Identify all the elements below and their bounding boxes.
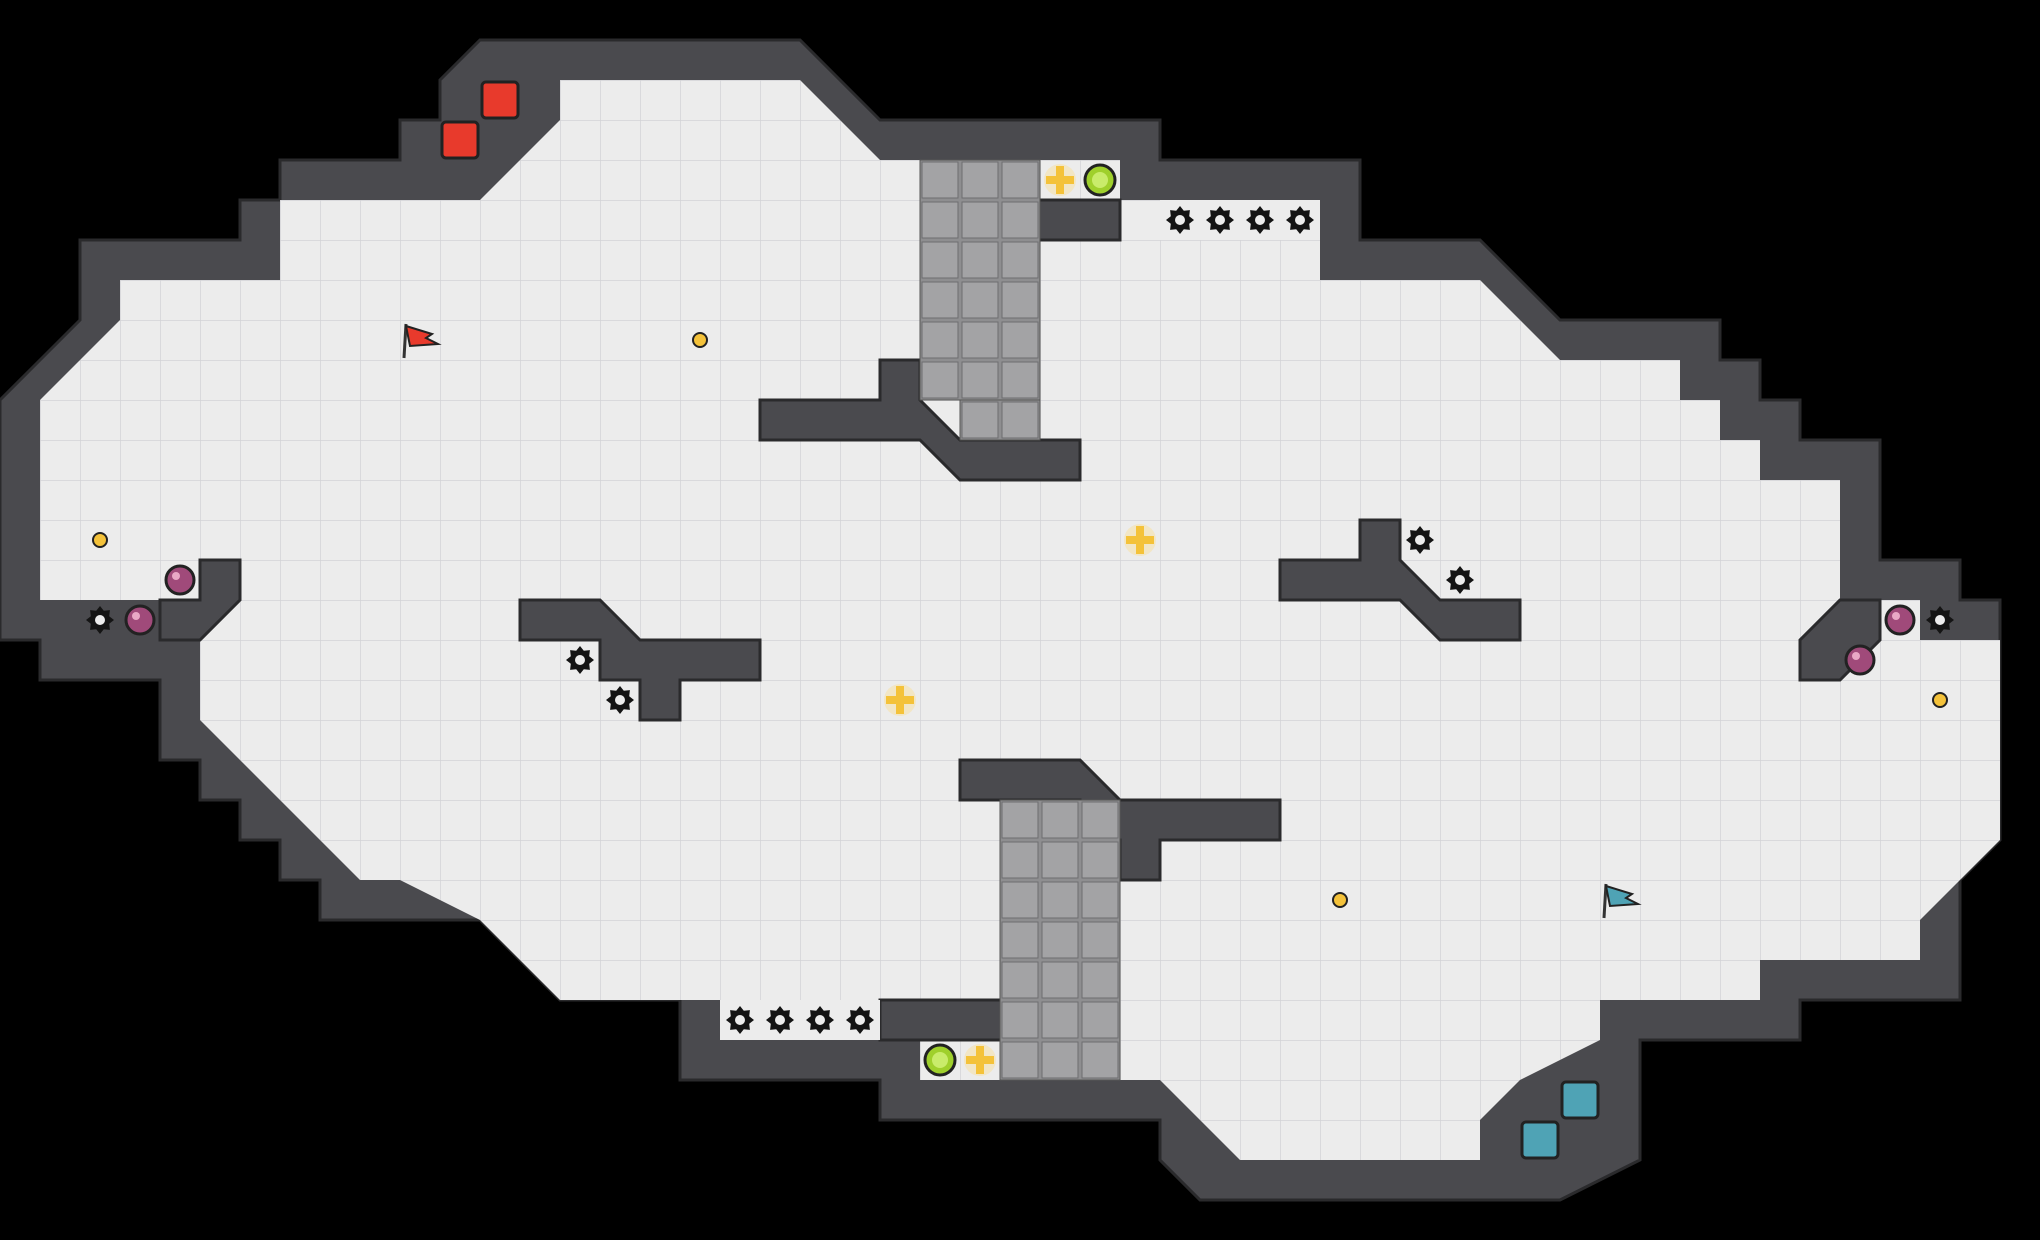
- spike: [86, 606, 114, 634]
- spike: [566, 646, 594, 674]
- red-spawn-area: [440, 80, 520, 160]
- spike: [1286, 206, 1314, 234]
- gate-top: [919, 159, 1041, 441]
- green-button[interactable]: [1083, 163, 1117, 197]
- spike: [1206, 206, 1234, 234]
- powerup-orb: [92, 532, 108, 548]
- bomb: [1884, 604, 1916, 636]
- powerup-orb: [692, 332, 708, 348]
- blue-team-spawn-tile: [1520, 1120, 1560, 1160]
- spike: [1246, 206, 1274, 234]
- red-flag[interactable]: [402, 323, 442, 359]
- green-button[interactable]: [923, 1043, 957, 1077]
- bombs-group: [124, 564, 1916, 676]
- blue-spawn-area: [1520, 1080, 1600, 1160]
- bomb: [124, 604, 156, 636]
- wall-left-center: [518, 598, 762, 722]
- spike: [1406, 526, 1434, 554]
- speed-boost: [1124, 524, 1156, 556]
- blue-team-spawn-tile: [1560, 1080, 1600, 1120]
- spike: [846, 1006, 874, 1034]
- spike: [606, 686, 634, 714]
- bomb: [164, 564, 196, 596]
- red-team-spawn-tile: [480, 80, 520, 120]
- boosts-group: [884, 164, 1156, 1076]
- speed-boost: [1044, 164, 1076, 196]
- arena-floor: [40, 80, 2000, 1160]
- pads-group: [923, 163, 1117, 1077]
- wall-top-spike-alcove: [1160, 200, 1320, 240]
- powerup-orb: [1332, 892, 1348, 908]
- spike: [1166, 206, 1194, 234]
- spike: [1446, 566, 1474, 594]
- wall-left-alcove: [158, 558, 242, 642]
- speed-boost: [964, 1044, 996, 1076]
- wall-bottom-spike-alcove: [720, 1000, 880, 1040]
- spike: [1926, 606, 1954, 634]
- spike: [726, 1006, 754, 1034]
- speed-boost: [884, 684, 916, 716]
- spike: [806, 1006, 834, 1034]
- blue-flag[interactable]: [1602, 883, 1642, 919]
- powerup-orb: [1932, 692, 1948, 708]
- gate-bottom: [999, 799, 1121, 1081]
- bomb: [1844, 644, 1876, 676]
- spike: [766, 1006, 794, 1034]
- spikes-group: [86, 206, 1954, 1034]
- orbs-group: [92, 332, 1948, 908]
- red-team-spawn-tile: [440, 120, 480, 160]
- wall-right-center: [1278, 518, 1522, 642]
